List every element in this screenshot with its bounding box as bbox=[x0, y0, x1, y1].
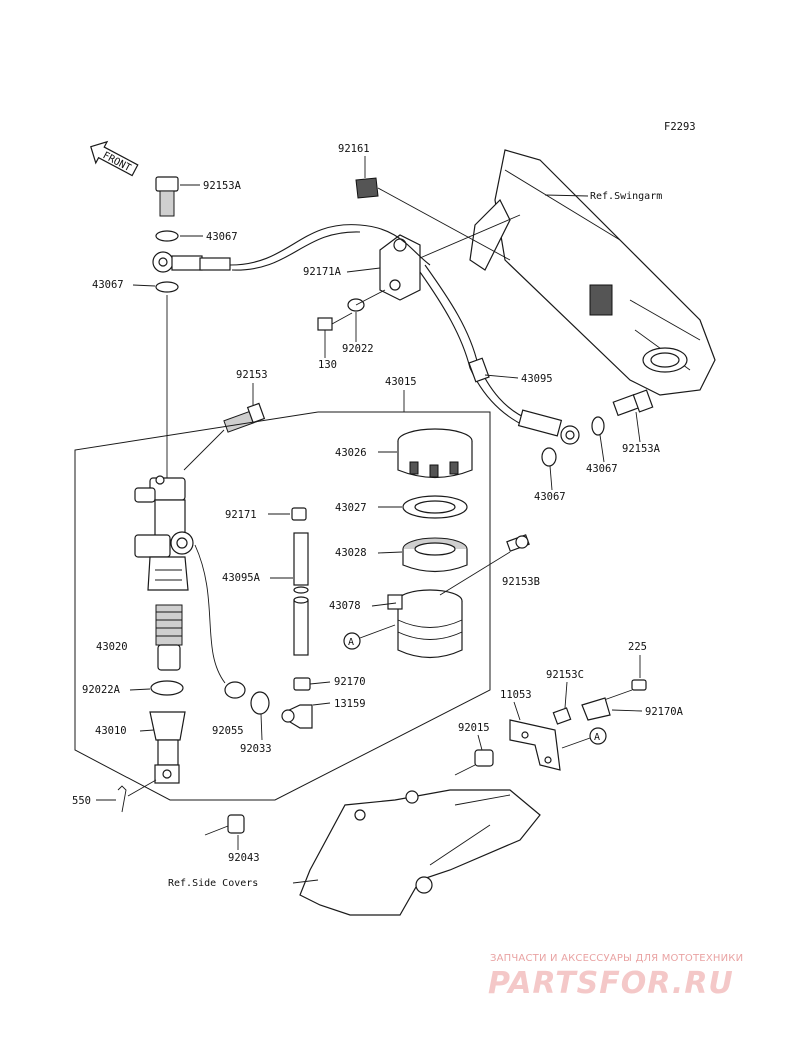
part-43067-right bbox=[591, 416, 605, 436]
part-92055 bbox=[224, 681, 246, 699]
part-43020 bbox=[155, 604, 183, 671]
part-92170A bbox=[581, 697, 611, 721]
label-43015: 43015 bbox=[385, 376, 417, 388]
part-43028 bbox=[402, 537, 468, 573]
part-43067-left bbox=[155, 281, 179, 293]
kit-43015-frame bbox=[74, 411, 491, 801]
label-92171A: 92171A bbox=[303, 266, 342, 278]
label-92170A: 92170A bbox=[645, 706, 684, 718]
label-43095A: 43095A bbox=[222, 572, 261, 584]
label-92153A-right: 92153A bbox=[622, 443, 661, 455]
side-cover-part bbox=[299, 789, 541, 916]
label-92033: 92033 bbox=[240, 743, 272, 755]
part-92171A bbox=[379, 214, 521, 301]
part-92153A-top bbox=[155, 176, 179, 217]
part-92153C bbox=[552, 707, 572, 725]
label-92043: 92043 bbox=[228, 852, 260, 864]
label-92015: 92015 bbox=[458, 722, 490, 734]
watermark-text: ЗАПЧАСТИ И АКСЕССУАРЫ ДЛЯ МОТОТЕХНИКИ bbox=[490, 953, 744, 964]
part-92153 bbox=[223, 402, 266, 433]
label-92153C: 92153C bbox=[546, 669, 584, 681]
part-92022A bbox=[150, 680, 184, 696]
part-92171 bbox=[291, 507, 307, 521]
label-43020: 43020 bbox=[96, 641, 128, 653]
part-13159 bbox=[281, 704, 313, 729]
part-550 bbox=[117, 785, 127, 813]
part-225 bbox=[631, 679, 647, 691]
label-92055: 92055 bbox=[212, 725, 244, 737]
part-92153B bbox=[506, 534, 530, 552]
part-43027 bbox=[402, 495, 468, 519]
watermark-logo: PARTSFOR.RU bbox=[488, 966, 734, 1001]
part-130 bbox=[317, 312, 353, 331]
part-43067-right2 bbox=[541, 447, 557, 467]
label-92153: 92153 bbox=[236, 369, 268, 381]
figure-id: F2293 bbox=[664, 121, 696, 133]
part-92161 bbox=[355, 177, 379, 199]
part-43067-top bbox=[155, 230, 179, 242]
banjo-fitting-right bbox=[517, 409, 580, 445]
part-43078 bbox=[387, 589, 463, 659]
label-11053: 11053 bbox=[500, 689, 532, 701]
label-92153B: 92153B bbox=[502, 576, 540, 588]
part-11053 bbox=[509, 719, 561, 771]
label-13159: 13159 bbox=[334, 698, 366, 710]
label-43067-top: 43067 bbox=[206, 231, 238, 243]
ref-swingarm: Ref.Swingarm bbox=[590, 191, 662, 202]
label-43067-right2: 43067 bbox=[534, 491, 566, 503]
label-43028: 43028 bbox=[335, 547, 367, 559]
label-43026: 43026 bbox=[335, 447, 367, 459]
label-43067-left: 43067 bbox=[92, 279, 124, 291]
callout-a-left-label: A bbox=[348, 637, 354, 648]
callout-a-right-label: A bbox=[594, 732, 600, 743]
front-arrow-icon: FRONT bbox=[90, 140, 139, 177]
label-92161: 92161 bbox=[338, 143, 370, 155]
label-43067-right: 43067 bbox=[586, 463, 618, 475]
callout-a-right bbox=[589, 727, 607, 745]
label-43027: 43027 bbox=[335, 502, 367, 514]
part-43026 bbox=[397, 428, 473, 479]
master-cylinder-body bbox=[134, 475, 194, 591]
label-43010: 43010 bbox=[95, 725, 127, 737]
label-92022: 92022 bbox=[342, 343, 374, 355]
label-92170: 92170 bbox=[334, 676, 366, 688]
part-92033 bbox=[250, 691, 270, 715]
ref-side-covers: Ref.Side Covers bbox=[168, 878, 258, 889]
part-92043 bbox=[227, 814, 245, 834]
label-130: 130 bbox=[318, 359, 337, 371]
label-225: 225 bbox=[628, 641, 647, 653]
label-92153A-top: 92153A bbox=[203, 180, 242, 192]
label-43078: 43078 bbox=[329, 600, 361, 612]
part-92015 bbox=[474, 749, 494, 767]
part-92153A-right bbox=[612, 389, 654, 417]
label-92022A: 92022A bbox=[82, 684, 121, 696]
part-92170 bbox=[293, 677, 311, 691]
label-43095: 43095 bbox=[521, 373, 553, 385]
swingarm-part bbox=[469, 149, 716, 396]
banjo-fitting-top bbox=[152, 251, 231, 273]
label-92171: 92171 bbox=[225, 509, 257, 521]
label-550: 550 bbox=[72, 795, 91, 807]
callout-a-left bbox=[343, 632, 361, 650]
part-43095A bbox=[293, 532, 309, 656]
part-43010 bbox=[149, 711, 186, 784]
